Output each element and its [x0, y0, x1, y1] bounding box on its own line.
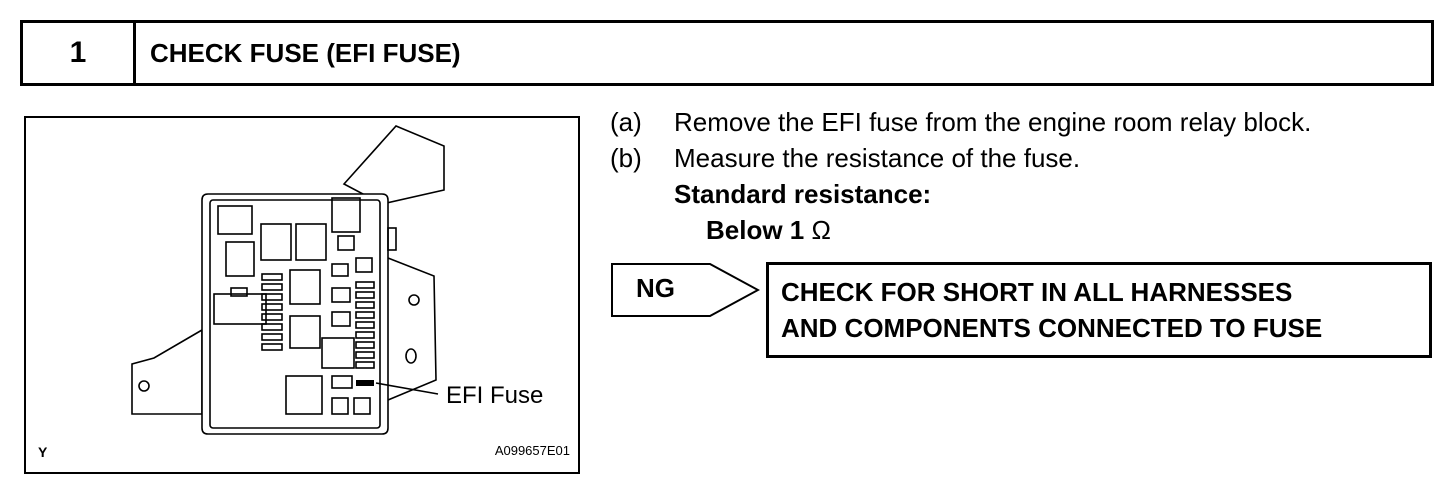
- standard-label: Standard resistance:: [674, 179, 932, 209]
- efi-fuse-label: EFI Fuse: [446, 382, 544, 409]
- ng-label: NG: [636, 273, 675, 303]
- instruction-letter: (b): [610, 143, 642, 173]
- result-line-1: CHECK FOR SHORT IN ALL HARNESSES: [781, 277, 1293, 307]
- step-header: 1 CHECK FUSE (EFI FUSE): [20, 20, 1434, 86]
- efi-fuse-marker: [356, 380, 374, 386]
- standard-unit: Ω: [811, 215, 831, 245]
- instruction-text: Measure the resistance of the fuse.: [674, 143, 1081, 173]
- result-line-2: AND COMPONENTS CONNECTED TO FUSE: [781, 313, 1323, 343]
- relay-block-drawing: [131, 125, 445, 435]
- standard-value-line: Below 1 Ω: [610, 212, 1311, 248]
- instruction-text: Remove the EFI fuse from the engine room…: [674, 107, 1312, 137]
- relay-block-figure: EFI Fuse Y A099657E01: [24, 116, 580, 474]
- step-number: 1: [23, 23, 136, 83]
- standard-value: Below 1: [706, 215, 805, 245]
- instruction-letter: (a): [610, 107, 642, 137]
- ng-result-box: CHECK FOR SHORT IN ALL HARNESSES AND COM…: [766, 262, 1432, 358]
- efi-leader-line: [375, 382, 439, 395]
- instructions: (a) Remove the EFI fuse from the engine …: [610, 104, 1311, 248]
- instruction-item: (a) Remove the EFI fuse from the engine …: [610, 104, 1311, 140]
- instruction-item: (b) Measure the resistance of the fuse.: [610, 140, 1311, 176]
- figure-code: A099657E01: [494, 443, 570, 458]
- ng-arrow: [611, 263, 760, 317]
- figure-corner-mark: Y: [38, 444, 48, 460]
- step-title: CHECK FUSE (EFI FUSE): [150, 37, 461, 68]
